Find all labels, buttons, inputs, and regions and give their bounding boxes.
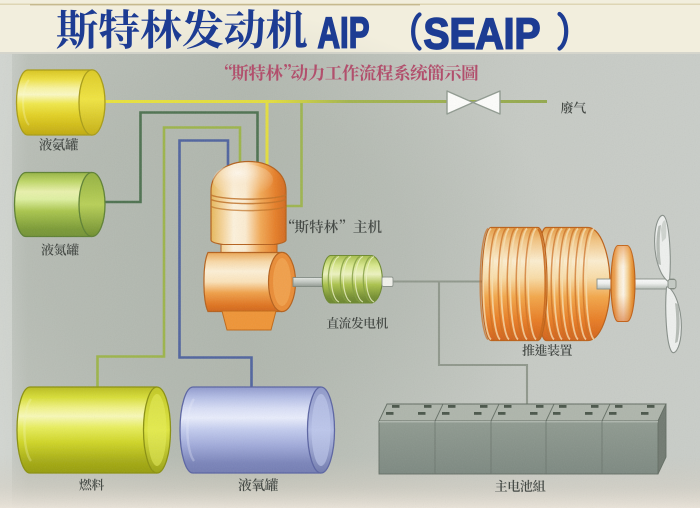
svg-text:AIP: AIP (318, 9, 370, 58)
svg-text:SEAIP: SEAIP (424, 10, 541, 59)
